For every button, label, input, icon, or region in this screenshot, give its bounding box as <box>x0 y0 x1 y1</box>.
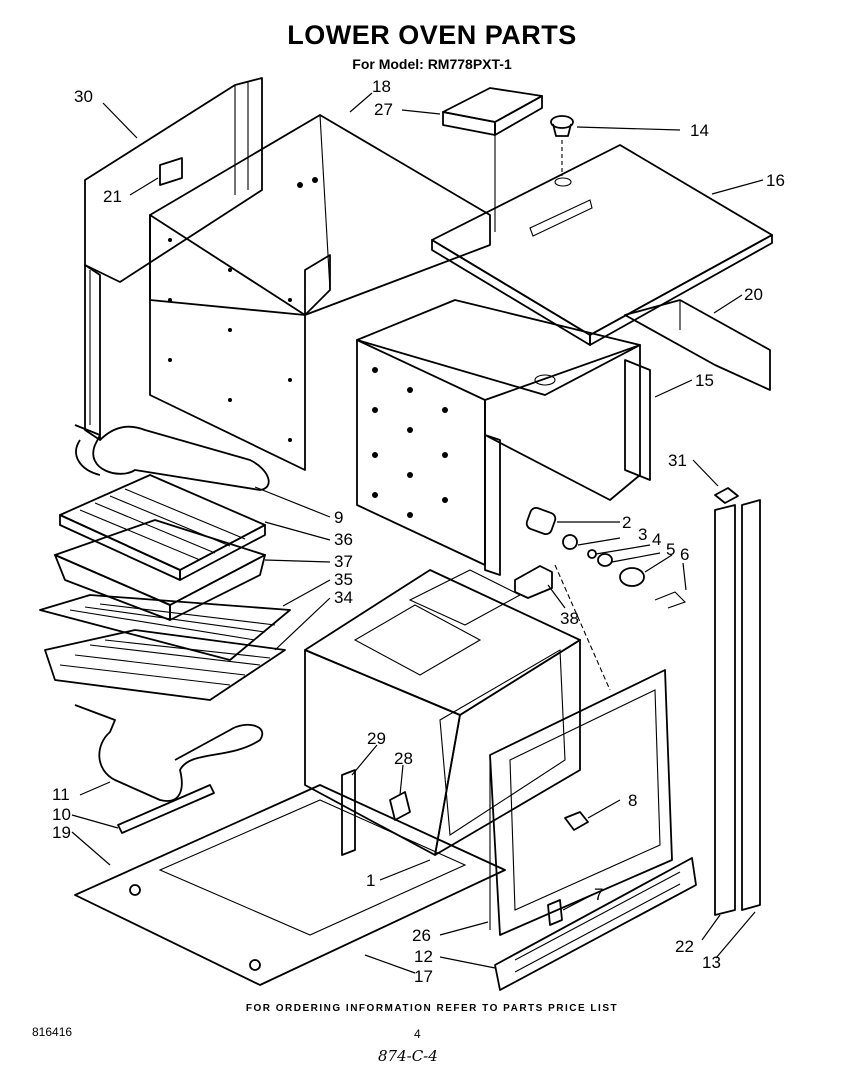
callout-5: 5 <box>666 540 675 559</box>
callout-1: 1 <box>366 871 375 890</box>
oven-liner-part <box>304 569 581 856</box>
callout-4: 4 <box>652 530 661 549</box>
inner-cavity-part <box>356 299 651 576</box>
door-frame-part <box>489 669 673 936</box>
oven-rack-lower-part <box>44 629 286 701</box>
page-number: 4 <box>414 1027 421 1041</box>
page-title: LOWER OVEN PARTS <box>287 20 577 50</box>
callout-12: 12 <box>414 947 433 966</box>
callout-34: 34 <box>334 588 353 607</box>
callout-11: 11 <box>52 785 70 804</box>
callout-17: 17 <box>414 967 433 986</box>
bake-element-part <box>74 704 264 802</box>
top-cover-part <box>442 87 543 232</box>
callout-labels: 30 18 27 14 21 16 20 15 31 9 36 37 35 34… <box>52 77 785 986</box>
callout-26: 26 <box>412 926 431 945</box>
callout-22: 22 <box>675 937 694 956</box>
oven-rack-upper-part <box>39 594 291 661</box>
callout-18: 18 <box>372 77 391 96</box>
knob-part <box>550 115 574 187</box>
ordering-note: FOR ORDERING INFORMATION REFER TO PARTS … <box>245 1003 619 1014</box>
callout-21: 21 <box>103 187 122 206</box>
callout-19: 19 <box>52 823 71 842</box>
callout-6: 6 <box>680 545 689 564</box>
callout-10: 10 <box>52 805 71 824</box>
model-subtitle: For Model: RM778PXT-1 <box>352 56 512 72</box>
vent-grille-part <box>494 857 697 991</box>
callout-15: 15 <box>695 371 714 390</box>
callout-31: 31 <box>668 451 687 470</box>
callout-2: 2 <box>622 513 631 532</box>
callout-8: 8 <box>628 791 637 810</box>
side-trim-parts <box>714 487 761 916</box>
callout-20: 20 <box>744 285 763 304</box>
outer-liner-part <box>149 114 491 471</box>
callout-7: 7 <box>594 885 603 904</box>
callout-3: 3 <box>638 525 647 544</box>
top-panel-part <box>431 144 773 346</box>
callout-9: 9 <box>334 508 343 527</box>
callout-27: 27 <box>374 100 393 119</box>
callout-16: 16 <box>766 171 785 190</box>
callout-14: 14 <box>690 121 709 140</box>
callout-leaders <box>71 92 764 974</box>
handwritten-code: 874-C-4 <box>378 1047 438 1065</box>
callout-36: 36 <box>334 530 353 549</box>
callout-35: 35 <box>334 570 353 589</box>
callout-13: 13 <box>702 953 721 972</box>
back-panel-part <box>84 77 263 441</box>
broiler-pan-part <box>54 519 266 621</box>
callout-30: 30 <box>74 87 93 106</box>
broil-element-part <box>74 424 270 491</box>
callout-38: 38 <box>560 609 579 628</box>
callout-37: 37 <box>334 552 353 571</box>
callout-28: 28 <box>394 749 413 768</box>
rail-part <box>624 299 771 391</box>
bottom-panel-part <box>74 784 506 986</box>
broiler-grid-part <box>59 474 266 581</box>
callout-29: 29 <box>367 729 386 748</box>
document-number: 816416 <box>32 1025 73 1039</box>
